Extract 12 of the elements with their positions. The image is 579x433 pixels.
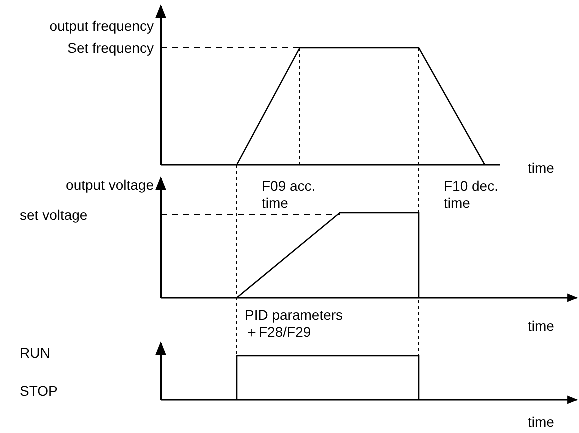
parameter-note: F10 dec. time [444, 178, 500, 212]
axis-label: time [528, 318, 554, 335]
parameter-note: F09 acc. time [262, 178, 317, 212]
axis-label: time [528, 160, 554, 177]
axis-label: output frequency [48, 18, 154, 35]
level-label: RUN [20, 345, 50, 362]
axis-label: time [528, 414, 554, 431]
level-label: STOP [20, 383, 58, 400]
level-label: set voltage [20, 207, 88, 224]
axis-label: output voltage [65, 177, 154, 194]
parameter-note: PID parameters ＋F28/F29 [245, 307, 344, 341]
level-label: Set frequency [66, 40, 154, 57]
